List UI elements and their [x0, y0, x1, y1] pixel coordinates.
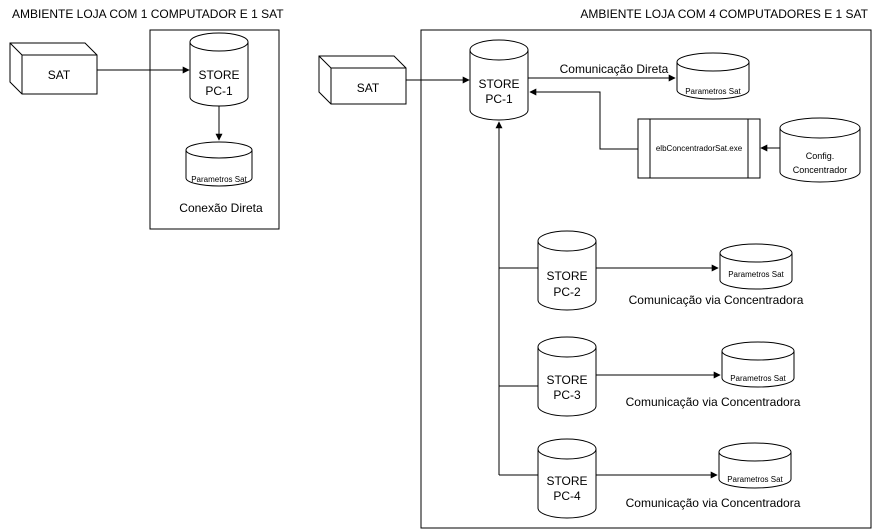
right-pc1-line2: PC-1	[485, 92, 513, 106]
right-params-label-2: Parametros Sat	[728, 270, 784, 279]
right-pc3-line2: PC-3	[553, 388, 581, 402]
left-store-line2: PC-1	[205, 84, 233, 98]
right-pc4-line2: PC-4	[553, 489, 581, 503]
left-sat-label: SAT	[48, 68, 71, 82]
right-pc1-line1: STORE	[478, 77, 519, 91]
left-store-line1: STORE	[198, 68, 239, 82]
left-sat-device: SAT	[9, 42, 98, 95]
right-params-sat-db-1: Parametros Sat	[676, 52, 750, 100]
right-pc3-line1: STORE	[546, 373, 587, 387]
left-params-label: Parametros Sat	[191, 175, 247, 184]
right-direct-label: Comunicação Direta	[560, 62, 669, 76]
right-store-pc1: STORE PC-1	[469, 39, 529, 121]
right-params-label-3: Parametros Sat	[730, 374, 786, 383]
right-store-pc2: STORE PC-2	[537, 230, 597, 311]
right-concentrator-to-pc1-connector	[529, 88, 638, 150]
right-caption-4: Comunicação via Concentradora	[626, 496, 801, 510]
right-sat-label: SAT	[357, 81, 380, 95]
right-params-sat-db-3: Parametros Sat	[721, 341, 795, 388]
right-config-concentrador-db: Config. Concentrador	[779, 117, 861, 183]
right-concentrator-process: elbConcentradorSat.exe	[637, 118, 761, 179]
right-pc4-line1: STORE	[546, 474, 587, 488]
right-sat-device: SAT	[318, 55, 407, 105]
right-concentrator-exe: elbConcentradorSat.exe	[656, 144, 743, 153]
right-store-pc4: STORE PC-4	[537, 438, 597, 519]
right-pc2-line2: PC-2	[553, 285, 581, 299]
right-params-label-1: Parametros Sat	[685, 87, 741, 96]
left-params-sat-db: Parametros Sat	[185, 141, 253, 187]
right-params-sat-db-2: Parametros Sat	[719, 243, 793, 290]
right-params-sat-db-4: Parametros Sat	[718, 442, 792, 489]
right-title: AMBIENTE LOJA COM 4 COMPUTADORES E 1 SAT	[580, 7, 868, 21]
left-store-pc1: STORE PC-1	[189, 32, 249, 107]
right-config-line1: Config.	[806, 151, 835, 161]
left-caption: Conexão Direta	[179, 201, 263, 215]
right-params-label-4: Parametros Sat	[727, 475, 783, 484]
right-pc2-line1: STORE	[546, 269, 587, 283]
right-caption-3: Comunicação via Concentradora	[626, 395, 801, 409]
right-config-line2: Concentrador	[793, 165, 848, 175]
right-caption-2: Comunicação via Concentradora	[629, 293, 804, 307]
right-store-pc3: STORE PC-3	[537, 336, 597, 417]
left-title: AMBIENTE LOJA COM 1 COMPUTADOR E 1 SAT	[12, 7, 284, 21]
